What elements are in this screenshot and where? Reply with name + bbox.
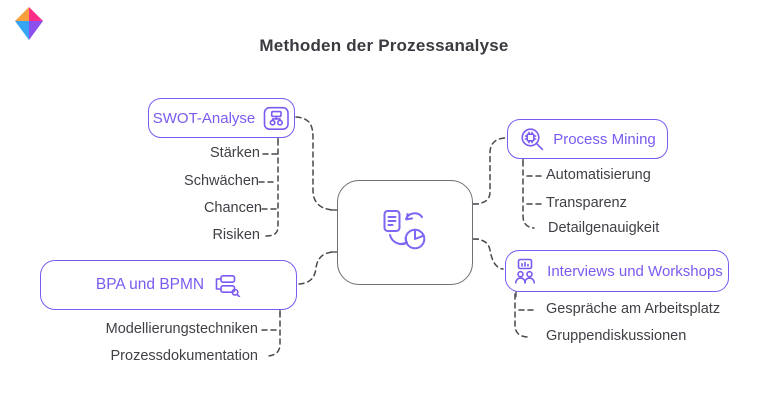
- item-gespraeche-am-arbeitsplatz: Gespräche am Arbeitsplatz: [546, 301, 721, 317]
- item-gruppendiskussionen: Gruppendiskussionen: [546, 328, 687, 344]
- center-hub: [337, 180, 473, 285]
- document-to-chart-icon: [382, 207, 428, 258]
- node-swot-analyse: SWOT-Analyse: [148, 98, 295, 138]
- bpmn-flow-icon: [212, 274, 241, 297]
- node-bpa-label: BPA und BPMN: [95, 276, 205, 293]
- node-swot-label: SWOT-Analyse: [152, 109, 256, 127]
- item-chancen: Chancen: [203, 200, 262, 216]
- swot-matrix-icon: [263, 106, 290, 131]
- item-automatisierung: Automatisierung: [546, 167, 651, 183]
- magnifier-gear-icon: [519, 126, 545, 152]
- item-modellierungstechniken: Modellierungstechniken: [105, 321, 258, 337]
- item-staerken: Stärken: [210, 145, 260, 161]
- item-transparenz: Transparenz: [546, 195, 627, 211]
- node-mining-label: Process Mining: [553, 130, 656, 148]
- item-prozessdokumentation: Prozessdokumentation: [110, 348, 259, 364]
- node-interviews-workshops: Interviews und Workshops: [505, 250, 729, 292]
- node-process-mining: Process Mining: [507, 119, 668, 159]
- node-bpa-bpmn: BPA und BPMN: [40, 260, 297, 310]
- node-interviews-label: Interviews und Workshops: [547, 262, 723, 280]
- people-presentation-icon: [511, 258, 539, 285]
- item-risiken: Risiken: [212, 227, 260, 243]
- item-schwaechen: Schwächen: [184, 173, 259, 189]
- page-title: Methoden der Prozessanalyse: [259, 36, 509, 55]
- gem-logo: [12, 5, 46, 41]
- item-detailgenauigkeit: Detailgenauigkeit: [548, 220, 660, 236]
